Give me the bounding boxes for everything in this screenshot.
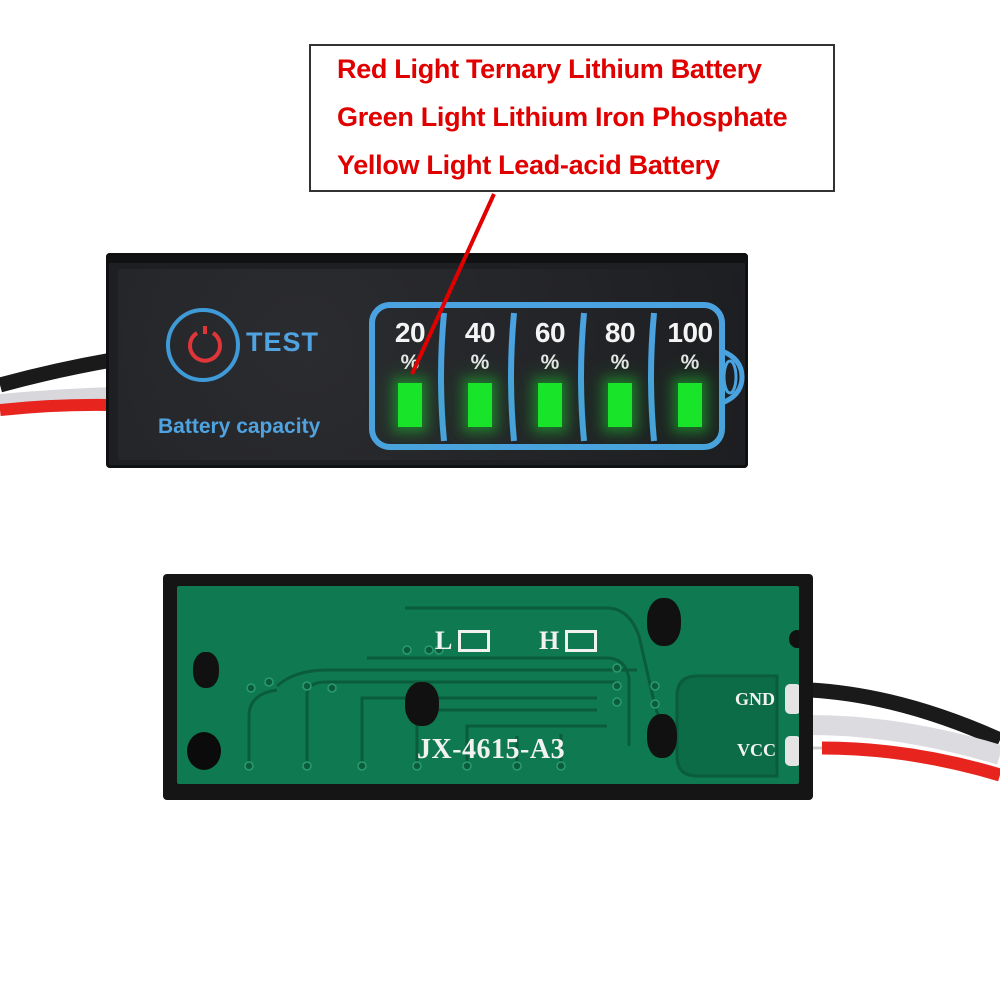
test-label: TEST bbox=[246, 327, 320, 357]
led-indicator bbox=[468, 383, 492, 427]
front-panel: TEST Battery capacity 20 % 40 % bbox=[118, 269, 745, 460]
jumper-high-pad[interactable] bbox=[565, 630, 597, 652]
callout-line-red: Red Light Ternary Lithium Battery bbox=[337, 54, 762, 84]
led-indicator bbox=[398, 383, 422, 427]
power-icon bbox=[188, 326, 222, 363]
model-label: JX-4615-A3 bbox=[417, 734, 566, 765]
cell-60: 60 % bbox=[518, 311, 582, 441]
battery-outline-icon bbox=[369, 302, 745, 450]
battery-gauge: 20 % 40 % 60 % 80 % 100 % bbox=[368, 299, 750, 455]
battery-indicator-front: TEST Battery capacity 20 % 40 % bbox=[106, 253, 748, 468]
solder-blob bbox=[647, 598, 681, 646]
jumper-low-pad[interactable] bbox=[458, 630, 490, 652]
solder-blob bbox=[647, 714, 677, 758]
solder-blob bbox=[193, 652, 219, 688]
cell-unit: % bbox=[680, 351, 700, 374]
cell-value: 100 bbox=[667, 317, 713, 348]
cell-20: 20 % bbox=[378, 311, 442, 441]
battery-indicator-back: L H JX-4615-A3 GND VCC bbox=[163, 574, 813, 800]
cell-unit: % bbox=[470, 351, 490, 374]
led-indicator bbox=[678, 383, 702, 427]
callout-line-yellow: Yellow Light Lead-acid Battery bbox=[337, 150, 720, 180]
solder-blob bbox=[405, 682, 439, 726]
cell-value: 80 bbox=[604, 317, 636, 348]
cell-unit: % bbox=[610, 351, 630, 374]
gnd-solder-pad bbox=[785, 684, 799, 714]
callout-box: Red Light Ternary Lithium Battery Green … bbox=[309, 44, 835, 192]
vcc-solder-pad bbox=[785, 736, 799, 766]
pcb-traces bbox=[244, 606, 779, 778]
led-indicator bbox=[538, 383, 562, 427]
jumper-high-label: H bbox=[539, 626, 560, 655]
mount-hole bbox=[187, 732, 221, 770]
cell-value: 60 bbox=[534, 317, 566, 348]
vcc-label: VCC bbox=[737, 740, 776, 760]
cell-40: 40 % bbox=[448, 311, 512, 441]
callout-line-green: Green Light Lithium Iron Phosphate bbox=[337, 102, 788, 132]
cell-unit: % bbox=[400, 351, 420, 374]
cell-value: 40 bbox=[464, 317, 496, 348]
mount-hole bbox=[789, 630, 799, 648]
test-button[interactable] bbox=[166, 308, 240, 382]
cell-unit: % bbox=[540, 351, 560, 374]
pcb-board: L H JX-4615-A3 GND VCC bbox=[177, 586, 799, 784]
led-indicator bbox=[608, 383, 632, 427]
cell-80: 80 % bbox=[588, 311, 652, 441]
jumper-low-label: L bbox=[435, 626, 453, 655]
battery-capacity-label: Battery capacity bbox=[158, 415, 321, 438]
cell-100: 100 % bbox=[658, 311, 722, 441]
cell-value: 20 bbox=[394, 317, 426, 348]
gnd-label: GND bbox=[735, 689, 775, 709]
